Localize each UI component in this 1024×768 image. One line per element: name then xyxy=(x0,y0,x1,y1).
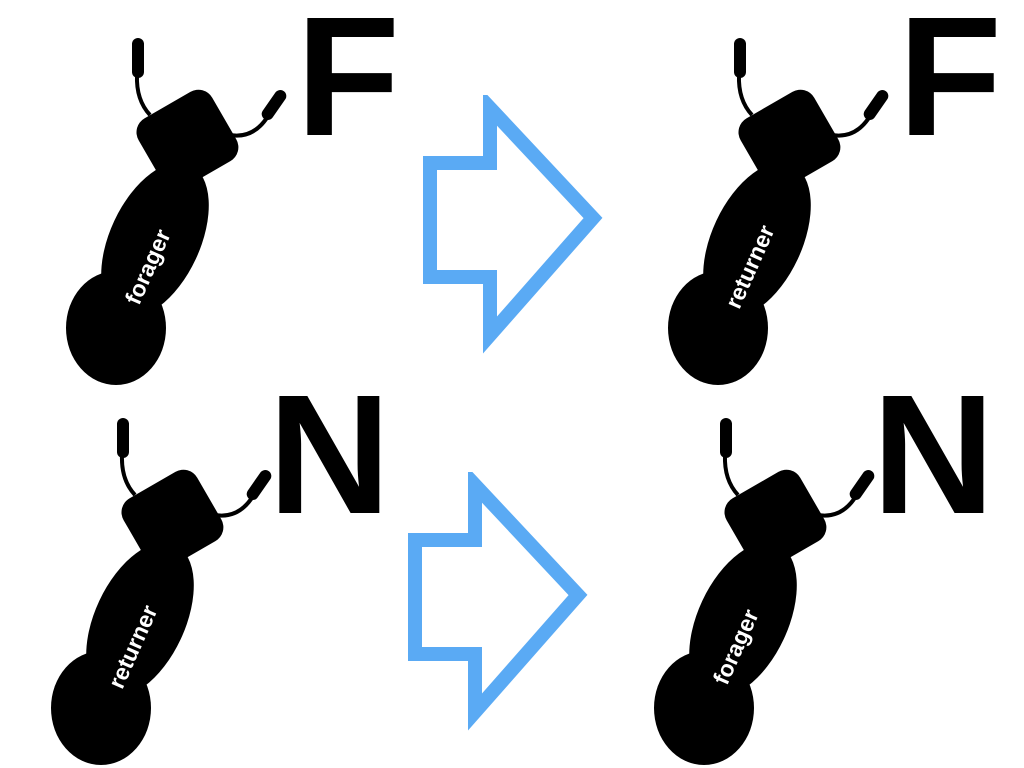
ant-bottom-right: forager xyxy=(654,418,875,765)
letter-bottom-left: N xyxy=(268,360,391,550)
letter-bottom-right: N xyxy=(872,360,995,550)
letter-top-left: F xyxy=(296,0,400,172)
arrow-bottom xyxy=(408,472,588,731)
ant-top-left: forager xyxy=(66,38,287,385)
letter-top-right: F xyxy=(898,0,1002,172)
arrow-top xyxy=(423,95,603,354)
ant-top-right: returner xyxy=(668,38,889,385)
ant-bottom-left: returner xyxy=(51,418,272,765)
